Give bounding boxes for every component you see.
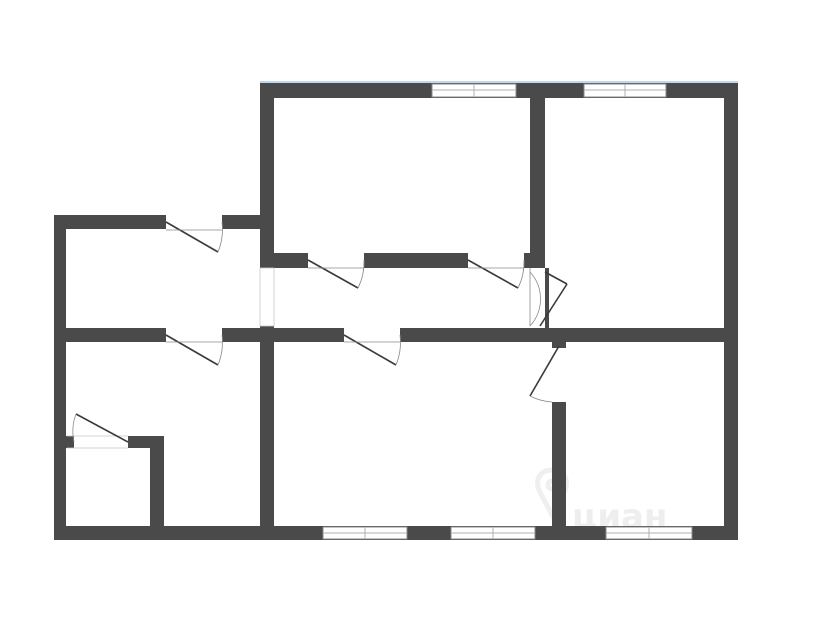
door-room-bottom-right xyxy=(529,345,560,403)
window-top-left xyxy=(431,83,517,98)
wall-corridor-top-a xyxy=(274,253,308,268)
wall-closet-right xyxy=(150,436,164,540)
wall-corridor-right-stub xyxy=(545,268,549,328)
wall-right-wing-left-upper xyxy=(260,83,274,268)
wall-bottom-divider xyxy=(552,402,566,540)
wall-left-mid-a xyxy=(54,328,166,342)
door-left-middle xyxy=(165,334,223,366)
wall-right-wing-left-lower xyxy=(260,326,274,540)
walls xyxy=(54,83,738,540)
door-left-top xyxy=(165,221,223,253)
wall-bottom-divider-top xyxy=(552,342,566,348)
window-bottom-1 xyxy=(322,526,408,540)
door-room-top-right xyxy=(529,268,568,327)
window-bottom-3 xyxy=(605,526,693,540)
doors xyxy=(72,221,568,443)
door-room-bottom-middle xyxy=(343,334,401,366)
window-top-right xyxy=(583,83,667,98)
door-room-top-left-b xyxy=(467,259,525,289)
wall-top-rooms-divider xyxy=(530,83,545,268)
wall-corridor-bottom-a xyxy=(274,328,344,342)
door-closet xyxy=(72,413,129,443)
wall-corridor-bottom-b xyxy=(400,328,738,342)
openings xyxy=(67,267,275,449)
opening-entry xyxy=(259,267,275,327)
wall-closet-top-stub xyxy=(64,436,74,448)
door-room-top-left-a xyxy=(307,259,365,289)
windows xyxy=(322,83,693,540)
wall-corridor-top-b xyxy=(364,253,468,268)
window-bottom-2 xyxy=(450,526,536,540)
wall-left-top-a xyxy=(54,215,166,229)
wall-corridor-top-c xyxy=(524,253,545,268)
wall-left-top-b xyxy=(222,215,274,229)
wall-right xyxy=(724,83,738,540)
wall-left-mid-b xyxy=(222,328,274,342)
wall-left-outer xyxy=(54,215,66,540)
